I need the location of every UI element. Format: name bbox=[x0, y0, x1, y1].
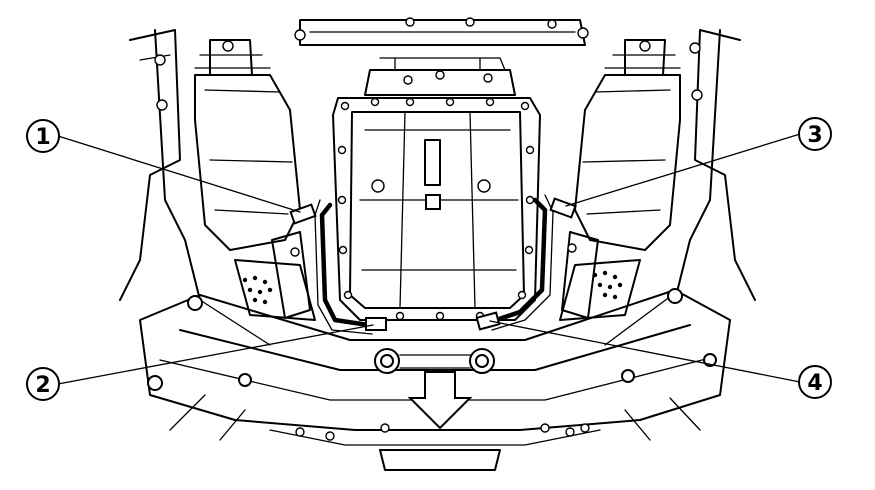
suspension-crossmember bbox=[139, 288, 731, 471]
leader-line-1 bbox=[57, 135, 301, 213]
callout-2: 2 bbox=[26, 367, 60, 401]
callout-1: 1 bbox=[26, 119, 60, 153]
callout-label-4: 4 bbox=[807, 371, 822, 396]
down-arrow-icon bbox=[407, 371, 473, 430]
callout-label-3: 3 bbox=[807, 123, 822, 148]
leader-line-3 bbox=[565, 133, 801, 207]
left-exhaust-assembly bbox=[194, 39, 316, 321]
callout-3: 3 bbox=[798, 117, 832, 151]
oil-pan-bolts bbox=[337, 97, 535, 321]
right-exhaust-assembly bbox=[559, 39, 681, 321]
body-frame bbox=[119, 17, 756, 301]
transmission-oil-pan bbox=[332, 97, 541, 321]
left-heatshield-dots bbox=[242, 275, 273, 305]
oil-cooler-hoses bbox=[271, 194, 599, 335]
callout-label-2: 2 bbox=[35, 373, 50, 398]
callout-label-1: 1 bbox=[35, 125, 50, 150]
right-heatshield-dots bbox=[592, 270, 623, 300]
callout-4: 4 bbox=[798, 365, 832, 399]
leader-line-4 bbox=[489, 320, 801, 383]
leader-line-2 bbox=[57, 324, 374, 385]
leader-lines bbox=[57, 133, 801, 385]
